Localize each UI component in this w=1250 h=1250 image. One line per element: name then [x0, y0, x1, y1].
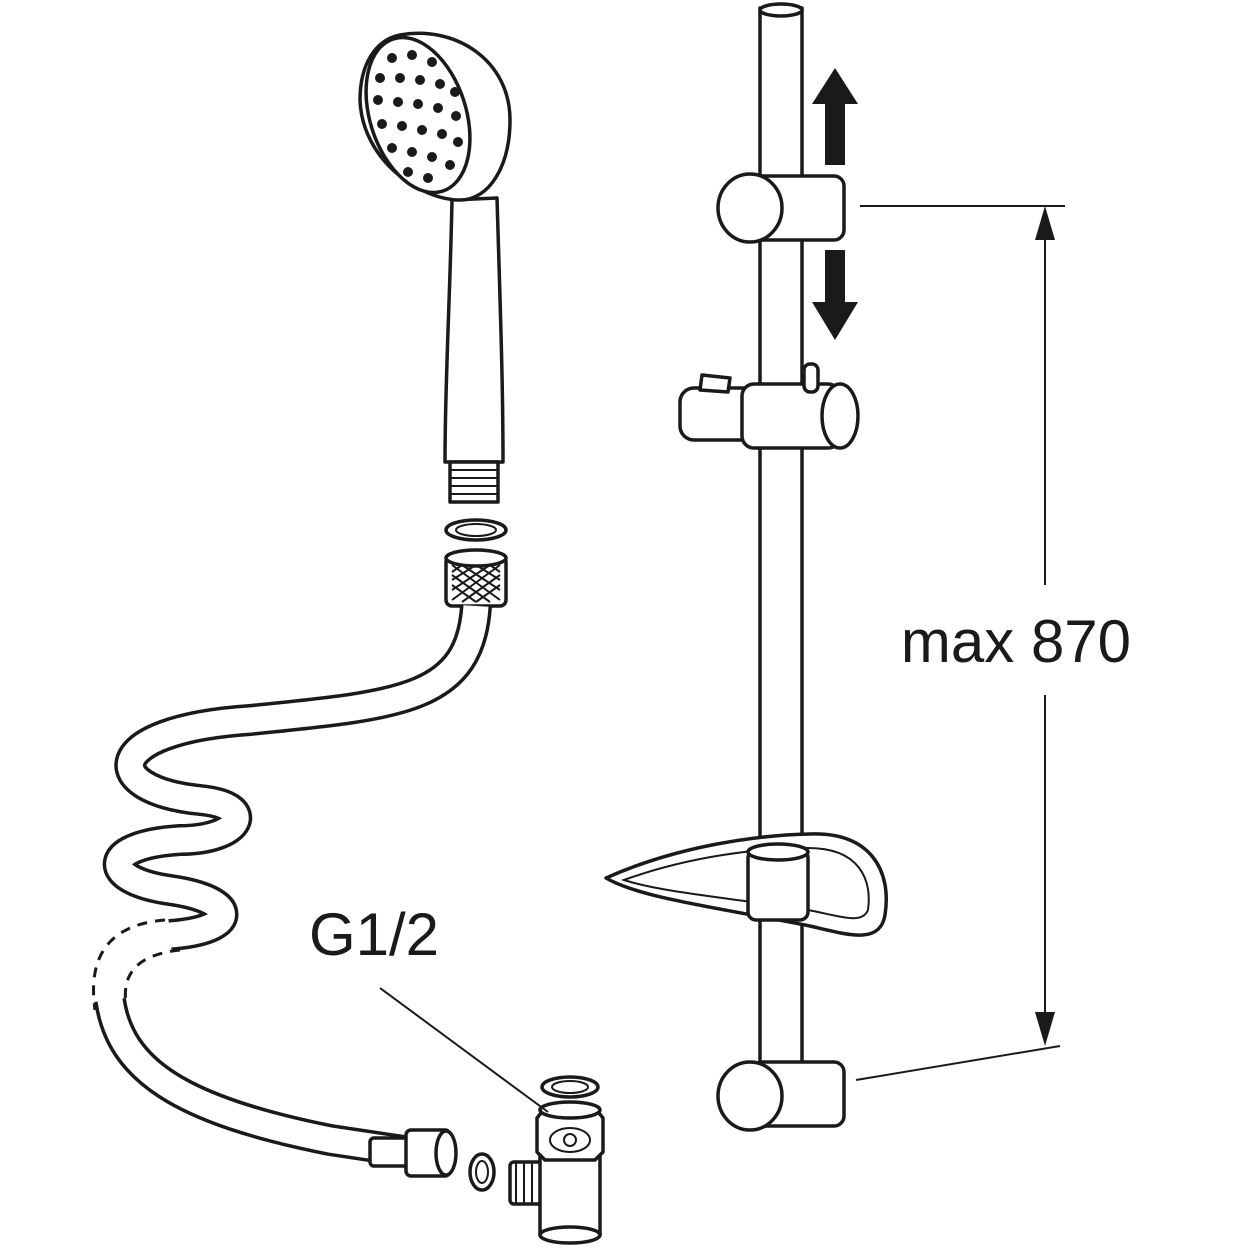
connector-washer	[540, 1075, 600, 1099]
hose-end-nut	[368, 1128, 458, 1178]
top-wall-bracket	[716, 172, 846, 244]
arrow-up-icon	[812, 68, 858, 165]
dimension-arrow-bottom-icon	[1035, 1012, 1055, 1046]
adjust-arrows	[812, 68, 858, 340]
sliding-holder	[678, 362, 860, 450]
bottom-wall-bracket	[716, 1060, 846, 1132]
thread-size-label: G1/2	[309, 901, 439, 968]
dimension-lines	[855, 205, 1065, 1081]
hose-nut-knurled	[444, 548, 508, 608]
handle-thread	[448, 460, 500, 504]
washer-bottom	[468, 1152, 496, 1192]
spray-holes	[373, 50, 463, 183]
wall-connector	[508, 1075, 605, 1245]
soap-dish	[604, 832, 888, 937]
dimension-label: max 870	[901, 608, 1131, 675]
thread-leader-line	[379, 987, 549, 1113]
hand-shower	[358, 31, 512, 504]
shower-hose	[92, 604, 492, 1168]
dimension-arrow-top-icon	[1035, 206, 1055, 240]
rail-bar	[758, 6, 804, 1110]
hand-shower-handle	[443, 196, 505, 464]
arrow-down-icon	[812, 250, 858, 340]
slide-rail	[758, 2, 804, 1110]
spray-face	[364, 35, 472, 195]
